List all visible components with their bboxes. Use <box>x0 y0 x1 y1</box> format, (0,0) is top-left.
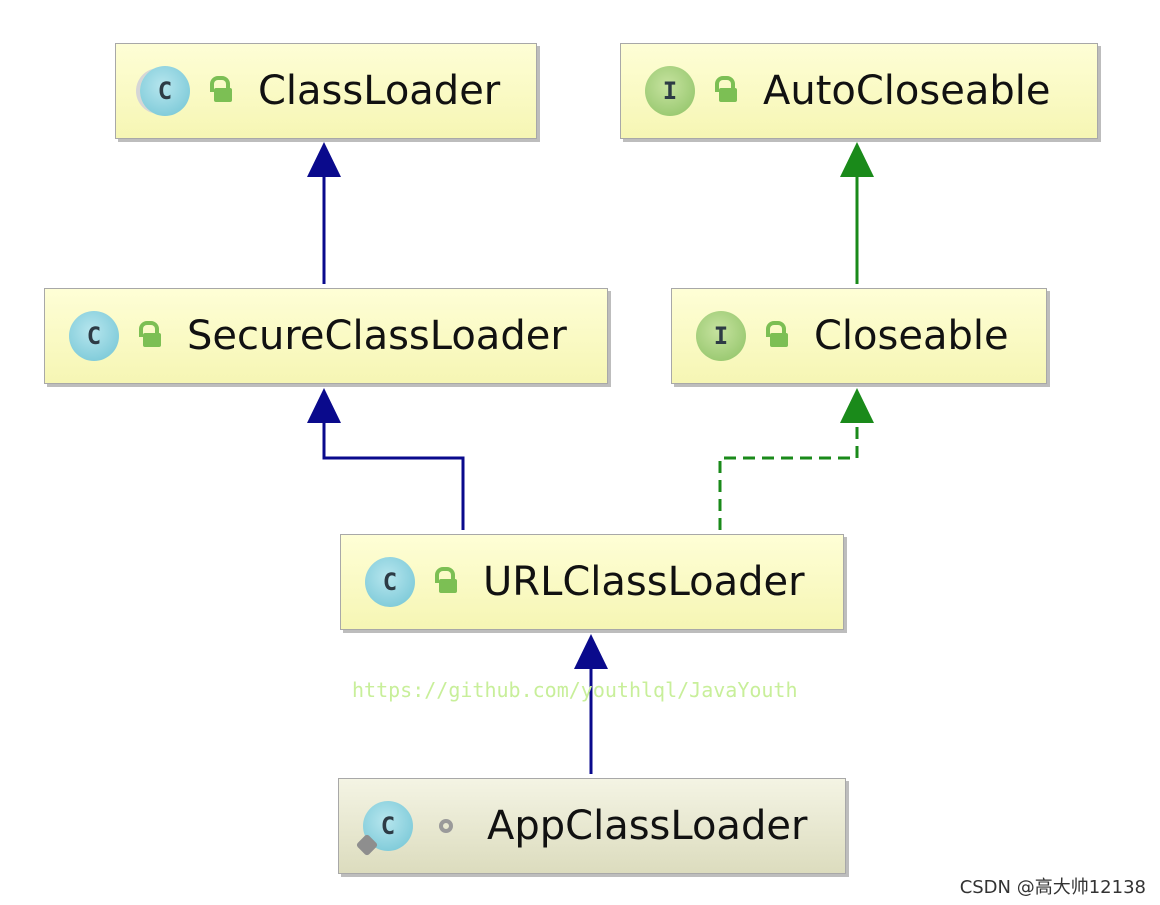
static-marker-icon <box>355 833 379 857</box>
arrowhead <box>840 142 874 177</box>
edge-closeable-extends-autocloseable <box>840 142 874 284</box>
node-secureclassloader[interactable]: C SecureClassLoader <box>44 288 608 384</box>
class-icon: C <box>365 557 415 607</box>
public-access-lock-icon <box>208 76 232 106</box>
node-appclassloader[interactable]: C AppClassLoader <box>338 778 846 874</box>
edge-urlclassloader-implements-closeable <box>718 388 874 530</box>
public-access-lock-icon <box>713 76 737 106</box>
arrowhead <box>307 388 341 423</box>
edge-urlclassloader-extends-secureclassloader <box>307 388 465 530</box>
static-nested-class-icon: C <box>355 801 413 857</box>
node-closeable[interactable]: I Closeable <box>671 288 1047 384</box>
interface-name: AutoCloseable <box>763 68 1051 114</box>
badge-letter: C <box>380 812 396 840</box>
arrowhead <box>574 634 608 669</box>
public-access-lock-icon <box>433 567 457 597</box>
node-classloader[interactable]: C ClassLoader <box>115 43 537 139</box>
interface-name: Closeable <box>814 313 1009 359</box>
watermark-url: https://github.com/youthlql/JavaYouth <box>352 678 798 702</box>
class-name: AppClassLoader <box>487 803 808 849</box>
interface-icon: I <box>645 66 695 116</box>
public-access-lock-icon <box>764 321 788 351</box>
node-autocloseable[interactable]: I AutoCloseable <box>620 43 1098 139</box>
abstract-class-icon: C <box>140 66 190 116</box>
class-name: SecureClassLoader <box>187 313 567 359</box>
edge-secureclassloader-extends-classloader <box>307 142 341 284</box>
arrowhead <box>840 388 874 423</box>
class-name: URLClassLoader <box>483 559 805 605</box>
class-name: ClassLoader <box>258 68 501 114</box>
edge-appclassloader-extends-urlclassloader <box>574 634 608 774</box>
class-icon: C <box>69 311 119 361</box>
arrowhead <box>307 142 341 177</box>
package-private-dot-icon <box>439 819 453 833</box>
interface-icon: I <box>696 311 746 361</box>
public-access-lock-icon <box>137 321 161 351</box>
footer-credit: CSDN @高大帅12138 <box>959 877 1146 898</box>
node-urlclassloader[interactable]: C URLClassLoader <box>340 534 844 630</box>
